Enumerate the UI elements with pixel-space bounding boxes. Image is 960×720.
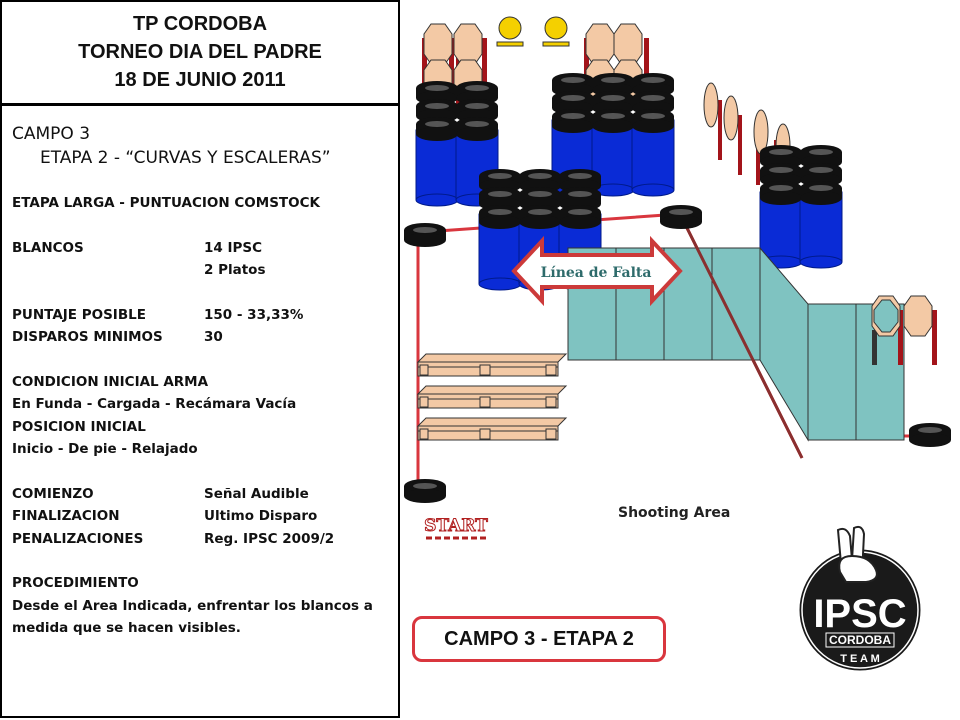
puntaje-label: PUNTAJE POSIBLE [12, 306, 146, 323]
comienzo-row: COMIENZO Señal Audible [12, 483, 392, 506]
puntaje-value: 150 - 33,33% [204, 306, 304, 323]
fault-line-label: Línea de Falta [541, 265, 652, 281]
shooting-area-walls [567, 246, 905, 442]
condicion-value: En Funda - Cargada - Recámara Vacía [12, 396, 297, 412]
condicion-label: CONDICION INICIAL ARMA [12, 373, 209, 390]
posicion-label: POSICION INICIAL [12, 418, 146, 435]
disparos-row: DISPAROS MINIMOS 30 [12, 326, 392, 349]
penalizaciones-value: Reg. IPSC 2009/2 [204, 530, 335, 547]
blancos-value-1: 14 IPSC [204, 239, 263, 256]
comienzo-label: COMIENZO [12, 485, 94, 502]
top-left-targets [422, 23, 487, 118]
stage-type: ETAPA LARGA - PUNTUACION COMSTOCK [12, 195, 320, 211]
shooting-area-label: Shooting Area [618, 505, 731, 521]
poppers [496, 16, 570, 47]
blancos-row: BLANCOS 14 IPSC [12, 237, 392, 260]
finalizacion-label: FINALIZACION [12, 508, 120, 524]
posicion-value: Inicio - De pie - Relajado [12, 441, 198, 457]
comienzo-value: Señal Audible [204, 485, 309, 502]
footer-stage-title: CAMPO 3 - ETAPA 2 [412, 616, 666, 662]
finalizacion-row: FINALIZACION Ultimo Disparo [12, 505, 392, 528]
logo-main-text: IPSC [813, 592, 906, 636]
procedimiento-label: PROCEDIMIENTO [12, 575, 139, 591]
start-label: START [424, 516, 488, 536]
puntaje-row: PUNTAJE POSIBLE 150 - 33,33% [12, 304, 392, 327]
blancos-label: BLANCOS [12, 239, 84, 256]
penalizaciones-row: PENALIZACIONES Reg. IPSC 2009/2 [12, 528, 392, 551]
header-box: TP CORDOBA TORNEO DIA DEL PADRE 18 DE JU… [2, 2, 398, 106]
header-line-2: TORNEO DIA DEL PADRE [78, 41, 322, 63]
barrels-group-4 [759, 145, 843, 269]
logo-sub-text: CORDOBA [829, 633, 891, 647]
blancos-value-2: 2 Platos [204, 262, 266, 278]
right-targets [871, 295, 937, 365]
campo-label: CAMPO 3 [12, 124, 91, 144]
finalizacion-value: Ultimo Disparo [204, 508, 318, 524]
stage-info: CAMPO 3 ETAPA 2 - “CURVAS Y ESCALERAS” E… [12, 122, 392, 640]
blancos-row-2: 2 Platos [12, 259, 392, 282]
diagonal-marker [678, 213, 804, 459]
disparos-label: DISPAROS MINIMOS [12, 329, 163, 345]
disparos-value: 30 [204, 329, 223, 345]
header-line-1: TP CORDOBA [132, 13, 268, 35]
procedimiento-value: Desde el Area Indicada, enfrentar los bl… [12, 597, 373, 637]
logo-team-text: T E A M [840, 653, 880, 665]
header-line-3: 18 DE JUNIO 2011 [114, 69, 286, 91]
fault-line-arrow [511, 235, 683, 307]
penalizaciones-label: PENALIZACIONES [12, 530, 144, 547]
pallets [417, 353, 567, 441]
stage-info-panel: TP CORDOBA TORNEO DIA DEL PADRE 18 DE JU… [0, 0, 400, 718]
stage-name: ETAPA 2 - “CURVAS Y ESCALERAS” [40, 148, 331, 168]
